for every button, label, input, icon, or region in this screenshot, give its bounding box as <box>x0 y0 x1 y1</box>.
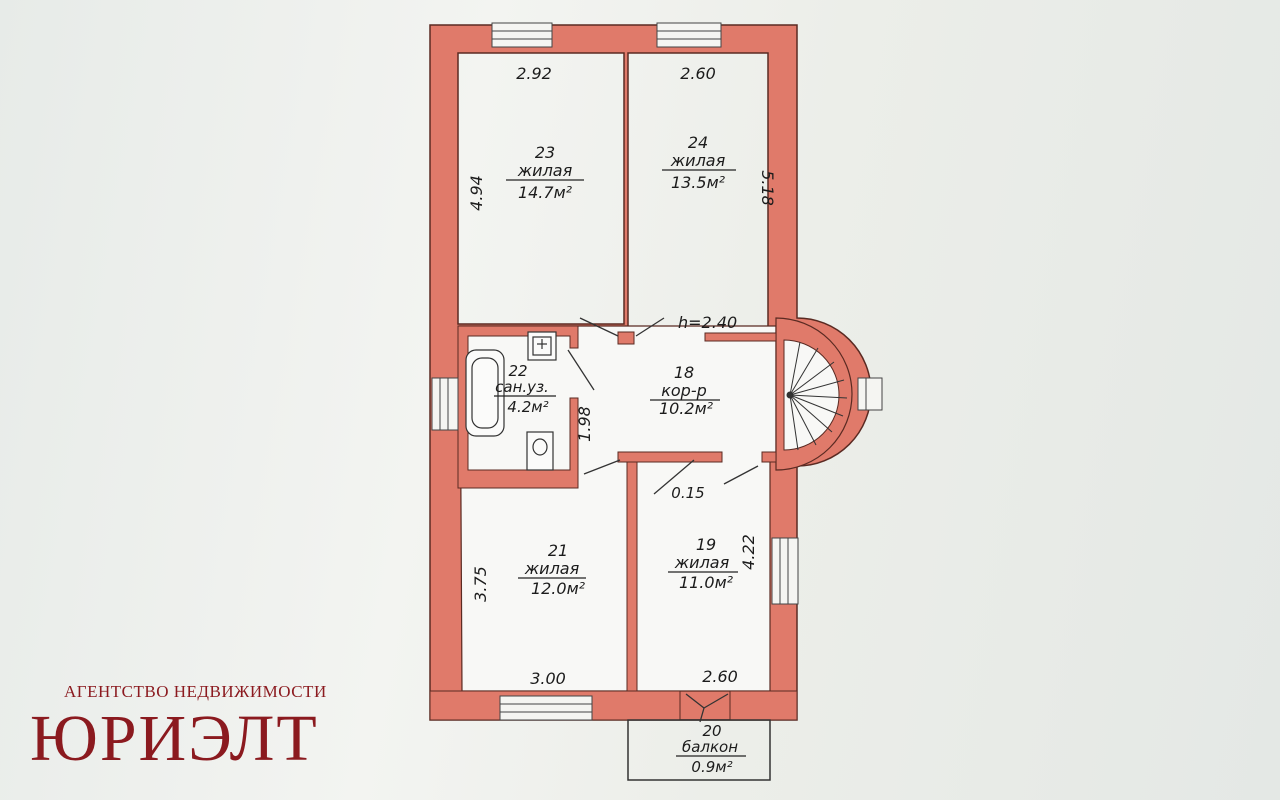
room-18-label: 18 кор-р 10.2м² <box>650 363 720 418</box>
toilet-icon <box>526 431 554 471</box>
svg-text:20: 20 <box>702 722 721 740</box>
room-23-label: 23 жилая 14.7м² <box>506 143 584 202</box>
dimension-label: 5.18 <box>758 170 777 206</box>
dimension-label: 3.00 <box>530 669 566 688</box>
dimension-label: 4.22 <box>739 534 758 570</box>
svg-text:жилая: жилая <box>517 161 573 180</box>
stair-well <box>783 339 840 451</box>
svg-text:жилая: жилая <box>674 553 730 572</box>
dimension-label: 2.92 <box>516 64 552 83</box>
wall-segment <box>704 332 777 342</box>
svg-text:24: 24 <box>688 133 708 152</box>
dimension-label: 2.60 <box>702 667 738 686</box>
svg-text:4.2м²: 4.2м² <box>507 398 548 416</box>
bathtub-icon <box>465 349 505 437</box>
agency-logo: АГЕНТСТВО НЕДВИЖИМОСТИ ЮРИЭЛТ <box>30 682 390 776</box>
svg-text:23: 23 <box>535 143 555 162</box>
dimension-label: 0.15 <box>671 484 704 502</box>
spiral-stair <box>786 341 848 451</box>
svg-text:жилая: жилая <box>524 559 580 578</box>
svg-text:жилая: жилая <box>670 151 726 170</box>
wall-segment <box>729 690 798 721</box>
room-22-label: 22 сан.уз. 4.2м² <box>494 362 556 416</box>
windows <box>431 22 883 721</box>
dimension-label: 1.98 <box>575 406 594 442</box>
dimension-label: 3.75 <box>471 566 490 602</box>
wall-segment <box>617 451 723 463</box>
dimension-label: 2.60 <box>680 64 716 83</box>
svg-text:11.0м²: 11.0м² <box>679 573 734 592</box>
ceiling-height: h=2.40 <box>678 313 737 332</box>
sink-icon <box>527 331 557 361</box>
room-19-label: 19 жилая 11.0м² <box>668 535 738 592</box>
svg-text:сан.уз.: сан.уз. <box>495 378 549 396</box>
svg-text:21: 21 <box>548 541 568 560</box>
svg-text:19: 19 <box>696 535 716 554</box>
agency-subtitle: АГЕНТСТВО НЕДВИЖИМОСТИ <box>64 682 327 701</box>
svg-text:12.0м²: 12.0м² <box>531 579 586 598</box>
door-swings <box>567 317 759 723</box>
svg-text:22: 22 <box>508 362 527 380</box>
svg-text:кор-р: кор-р <box>661 381 707 400</box>
svg-text:балкон: балкон <box>682 738 738 756</box>
dimension-label: 4.94 <box>467 175 486 211</box>
svg-text:10.2м²: 10.2м² <box>659 399 714 418</box>
balcony <box>627 719 771 781</box>
room-24-label: 24 жилая 13.5м² <box>662 133 736 192</box>
svg-text:14.7м²: 14.7м² <box>518 183 573 202</box>
svg-text:0.9м²: 0.9м² <box>691 758 732 776</box>
wall-segment <box>626 461 638 693</box>
wall-segment <box>617 331 635 345</box>
svg-text:13.5м²: 13.5м² <box>671 173 726 192</box>
agency-name: ЮРИЭЛТ <box>30 702 319 775</box>
bathroom-walls <box>457 325 579 489</box>
wall-segment <box>761 451 777 463</box>
room-20-label: 20 балкон 0.9м² <box>676 722 746 776</box>
svg-text:18: 18 <box>674 363 694 382</box>
room-21-label: 21 жилая 12.0м² <box>518 541 586 598</box>
